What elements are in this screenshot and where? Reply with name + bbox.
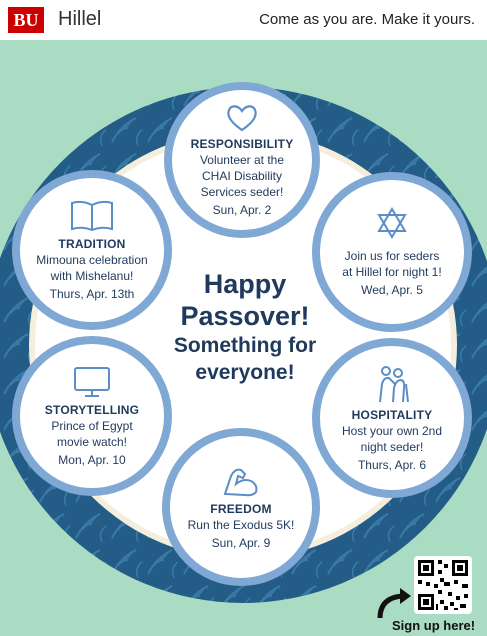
event-line: Host your own 2nd — [341, 423, 443, 438]
event-date: Wed, Apr. 5 — [361, 283, 423, 297]
event-storytelling[interactable]: STORYTELLING Prince of Egypt movie watch… — [12, 336, 172, 496]
center-message: Happy Passover! Something for everyone! — [150, 268, 340, 386]
curved-arrow-icon — [377, 588, 411, 619]
event-title: STORYTELLING — [44, 402, 140, 417]
signup-label[interactable]: Sign up here! — [392, 618, 476, 633]
event-date: Thurs, Apr. 13th — [49, 286, 135, 301]
tv-icon — [74, 366, 110, 397]
qr-code-icon[interactable] — [414, 556, 472, 614]
event-date: Mon, Apr. 10 — [58, 452, 126, 467]
event-line: CHAI Disability — [201, 168, 282, 183]
event-title: HOSPITALITY — [351, 407, 433, 422]
event-line: Mimouna celebration — [36, 252, 148, 267]
star-of-david-icon — [377, 207, 407, 239]
event-line: Join us for seders — [344, 249, 440, 263]
center-line-everyone: everyone! — [195, 361, 295, 384]
event-date: Thurs, Apr. 6 — [357, 457, 427, 472]
event-hospitality[interactable]: HOSPITALITY Host your own 2nd night sede… — [312, 338, 472, 498]
event-freedom[interactable]: FREEDOM Run the Exodus 5K! Sun, Apr. 9 — [162, 428, 320, 586]
tagline: Come as you are. Make it yours. — [259, 11, 475, 28]
event-line: with Mishelanu! — [50, 268, 134, 283]
heart-icon — [227, 104, 257, 131]
event-line: Volunteer at the — [199, 152, 285, 167]
event-line: night seder! — [360, 439, 424, 454]
event-seders[interactable]: Join us for seders at Hillel for night 1… — [312, 172, 472, 332]
event-date: Sun, Apr. 9 — [211, 535, 271, 550]
center-line-happy: Happy — [203, 269, 287, 299]
event-line: at Hillel for night 1! — [342, 265, 442, 279]
event-responsibility[interactable]: RESPONSIBILITY Volunteer at the CHAI Dis… — [164, 82, 320, 238]
flexed-arm-icon — [223, 468, 258, 496]
org-name: Hillel — [58, 8, 102, 30]
event-line: Services seder! — [200, 184, 284, 199]
event-line: Prince of Egypt — [51, 418, 133, 433]
event-title: FREEDOM — [210, 501, 272, 516]
open-book-icon — [71, 200, 113, 231]
elder-care-icon — [379, 365, 409, 402]
center-line-something: Something for — [173, 334, 317, 357]
event-title: TRADITION — [58, 236, 126, 251]
center-line-passover: Passover! — [180, 301, 310, 331]
bu-logo[interactable]: BU — [8, 7, 44, 33]
event-line: movie watch! — [56, 434, 128, 449]
event-line: Run the Exodus 5K! — [187, 517, 295, 532]
event-title: RESPONSIBILITY — [190, 136, 294, 151]
event-tradition[interactable]: TRADITION Mimouna celebration with Mishe… — [12, 170, 172, 330]
event-date: Sun, Apr. 2 — [212, 202, 272, 217]
header: BU Hillel Come as you are. Make it yours… — [0, 0, 487, 40]
